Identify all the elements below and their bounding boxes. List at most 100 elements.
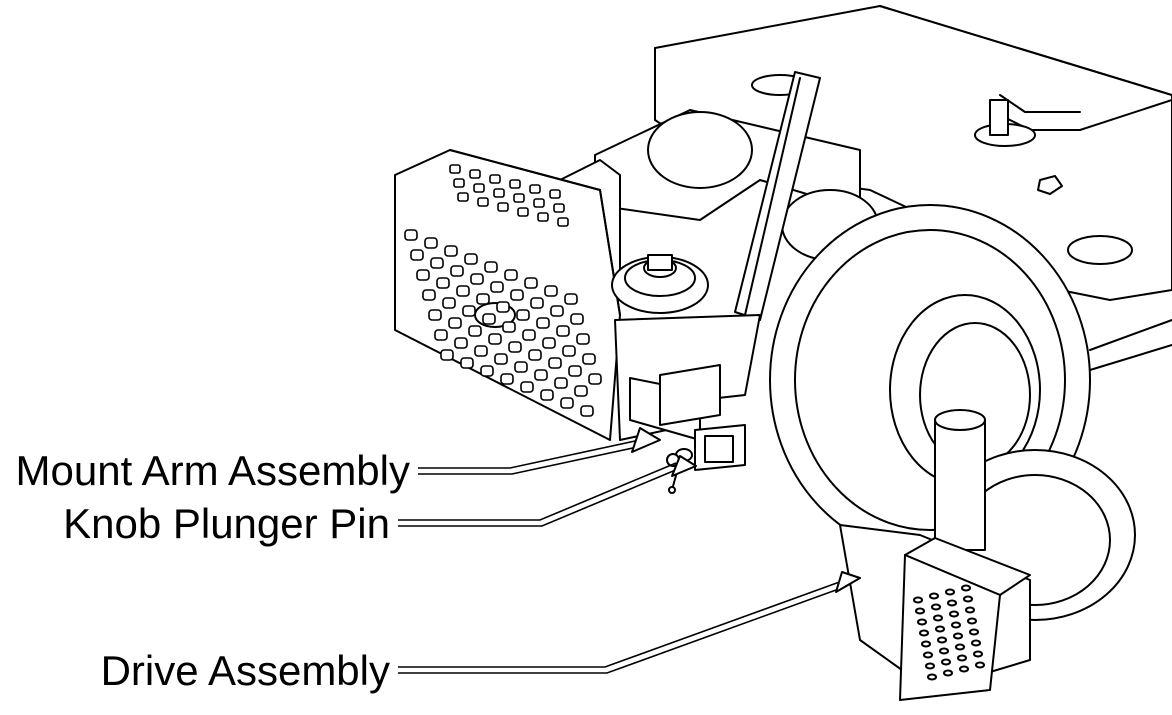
mesh-slot	[474, 345, 488, 357]
drive-slot	[947, 599, 957, 607]
mesh-slot	[444, 245, 458, 257]
drive-arrow	[835, 571, 861, 593]
mesh-slot	[548, 357, 562, 369]
mesh-slot	[449, 164, 461, 174]
mesh-slot	[488, 333, 502, 345]
drive-slot	[963, 595, 973, 603]
drive-slot	[943, 669, 953, 677]
mesh-slot	[536, 317, 550, 329]
mesh-slot	[568, 365, 582, 377]
mesh-slot	[534, 369, 548, 381]
mesh-slot	[440, 349, 454, 361]
drive-slot	[957, 654, 967, 662]
mesh-slot	[477, 197, 489, 207]
drive-slot	[971, 639, 981, 647]
mesh-slot	[508, 341, 522, 353]
mesh-slot	[553, 203, 565, 213]
mesh-slot	[428, 309, 442, 321]
mesh-slot	[513, 193, 525, 203]
mesh-slot	[468, 325, 482, 337]
drive-slot	[933, 614, 943, 622]
mesh-slot	[522, 329, 536, 341]
mesh-slot	[524, 277, 538, 289]
mesh-slot	[514, 361, 528, 373]
drive-slot	[949, 610, 959, 618]
mesh-slot	[462, 305, 476, 317]
mesh-slot	[453, 178, 465, 188]
mesh-slot	[464, 253, 478, 265]
mesh-slot	[424, 237, 438, 249]
mesh-slot	[460, 357, 474, 369]
drive-slot	[913, 596, 923, 604]
mesh-slot	[502, 321, 516, 333]
mesh-slot	[422, 289, 436, 301]
mount-arm-assembly-label: Mount Arm Assembly	[15, 447, 410, 494]
mesh-guard	[394, 149, 621, 441]
mesh-slot	[544, 285, 558, 297]
drive-assembly-label: Drive Assembly	[100, 647, 390, 694]
drive-slot	[939, 647, 949, 655]
mesh-slot	[404, 229, 418, 241]
mesh-slot	[562, 345, 576, 357]
mesh-slot	[410, 249, 424, 261]
drive-slot	[955, 643, 965, 651]
mesh-slot	[530, 297, 544, 309]
mesh-slot	[470, 273, 484, 285]
mesh-slot	[560, 397, 574, 409]
mesh-slot	[489, 174, 501, 184]
mesh-slot	[510, 289, 524, 301]
mesh-slot	[517, 207, 529, 217]
drive-slot	[945, 588, 955, 596]
mesh-slot	[574, 385, 588, 397]
drive-slot	[941, 658, 951, 666]
mesh-slot	[442, 297, 456, 309]
drive-slot	[917, 618, 927, 626]
drive-slot	[931, 603, 941, 611]
drive-slot	[929, 592, 939, 600]
mesh-slot	[436, 277, 450, 289]
drive-slot	[973, 650, 983, 658]
mesh-slot	[556, 325, 570, 337]
mesh-slot	[500, 373, 514, 385]
mesh-slot	[570, 313, 584, 325]
knob-plunger-arrow	[671, 455, 697, 477]
drive-slot	[975, 661, 985, 669]
drive-slot	[965, 606, 975, 614]
mesh-slot	[529, 184, 541, 194]
mesh-slot	[494, 353, 508, 365]
mesh-slot	[504, 269, 518, 281]
mesh-slot	[550, 305, 564, 317]
mesh-slot	[473, 183, 485, 193]
drive-slot	[953, 632, 963, 640]
mount-arm-leader	[418, 439, 643, 475]
mesh-slot	[457, 192, 469, 202]
knob-plunger-leader	[398, 462, 679, 527]
mesh-slot	[549, 189, 561, 199]
mesh-slot	[484, 261, 498, 273]
mount-arm-bracket	[614, 314, 761, 471]
mesh-slot	[580, 405, 594, 417]
drive-slot	[915, 607, 925, 615]
mesh-slot	[469, 169, 481, 179]
mesh-slot	[540, 389, 554, 401]
drive-assembly-box	[839, 524, 1031, 701]
mesh-slot	[456, 285, 470, 297]
drive-slot	[923, 651, 933, 659]
mesh-slot	[554, 377, 568, 389]
drive-slot	[969, 628, 979, 636]
mesh-slot	[542, 337, 556, 349]
drive-slot	[937, 636, 947, 644]
mesh-slots	[404, 164, 602, 417]
mesh-slot	[476, 293, 490, 305]
knob-plunger-pin-label: Knob Plunger Pin	[63, 500, 390, 547]
arrowheads	[631, 427, 861, 593]
drive-slot	[925, 662, 935, 670]
mesh-slot	[496, 301, 510, 313]
drive-slot	[951, 621, 961, 629]
mesh-slot	[454, 337, 468, 349]
mesh-slot	[416, 269, 430, 281]
drive-slot	[919, 629, 929, 637]
mesh-slot	[537, 212, 549, 222]
